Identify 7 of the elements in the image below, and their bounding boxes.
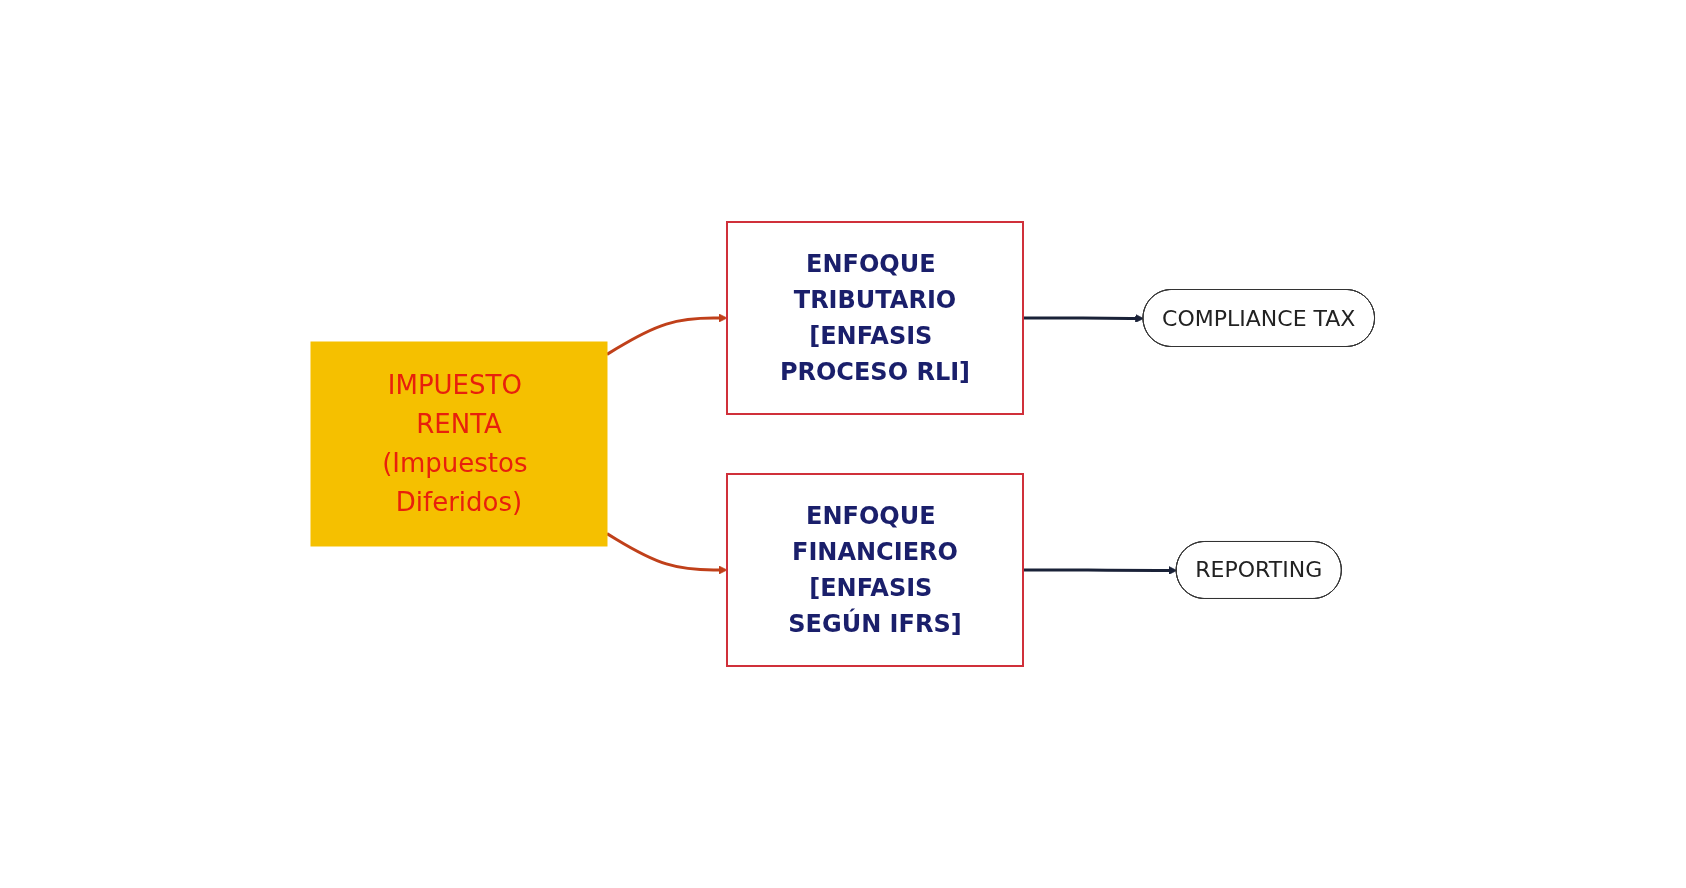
arrow: [606, 313, 728, 356]
node-box: IMPUESTO RENTA (Impuestos Diferidos): [310, 341, 608, 547]
arrow: [1023, 566, 1178, 575]
node-box: ENFOQUE FINANCIERO [ENFASIS SEGÚN IFRS]: [726, 473, 1025, 667]
arrow: [1023, 314, 1145, 323]
arrow: [606, 532, 728, 575]
node-box: ENFOQUE TRIBUTARIO [ENFASIS PROCESO RLI]: [726, 221, 1025, 415]
